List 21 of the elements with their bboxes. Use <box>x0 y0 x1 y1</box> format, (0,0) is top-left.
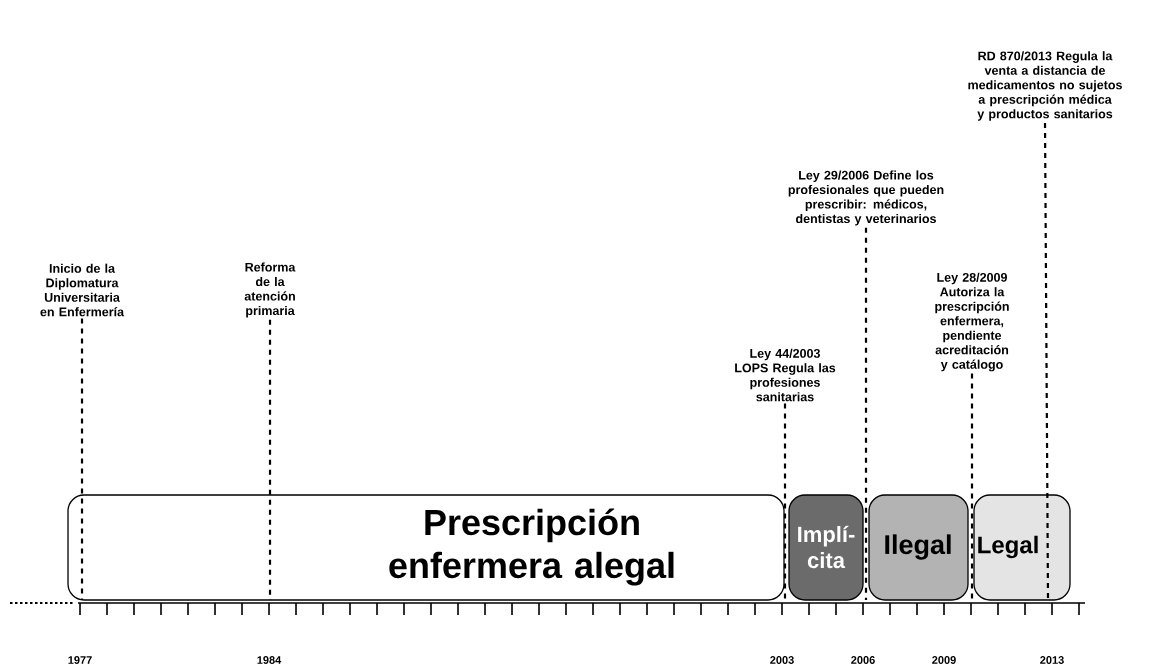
event-label: Reforma de la atención primaria <box>244 262 296 318</box>
leader-line <box>970 373 974 600</box>
event-label: Ley 29/2006 Define los profesionales que pueden prescribir: médicos, dentistas y veterinarios <box>788 170 944 226</box>
period-box: Implí- cita <box>788 494 864 601</box>
year-label: 1977 <box>68 656 92 664</box>
leader-line <box>783 403 787 600</box>
period-box: Legal <box>973 494 1071 601</box>
period-box: Prescripción enfermera alegal <box>67 494 785 601</box>
year-label: 1984 <box>257 656 282 664</box>
year-label: 2013 <box>1040 656 1064 664</box>
period-box: Ilegal <box>868 494 969 601</box>
leader-line <box>80 318 84 600</box>
year-label: 2006 <box>851 656 875 664</box>
year-label: 2009 <box>932 656 956 664</box>
event-label: Inicio de la Diplomatura Universitaria en Enfermería <box>40 263 125 317</box>
leader-line <box>864 227 868 600</box>
year-label: 2003 <box>770 656 794 664</box>
event-label: Ley 28/2009 Autoriza la prescripción enfermera, pendiente acreditación y catálogo <box>935 272 1009 372</box>
event-label: Ley 44/2003 LOPS Regula las profesiones sanitarias <box>735 348 836 402</box>
event-label: RD 870/2013 Regula la venta a distancia de medicamentos no sujetos a prescripción médica y productos sanitarios <box>968 51 1122 121</box>
leader-line <box>1043 123 1050 600</box>
